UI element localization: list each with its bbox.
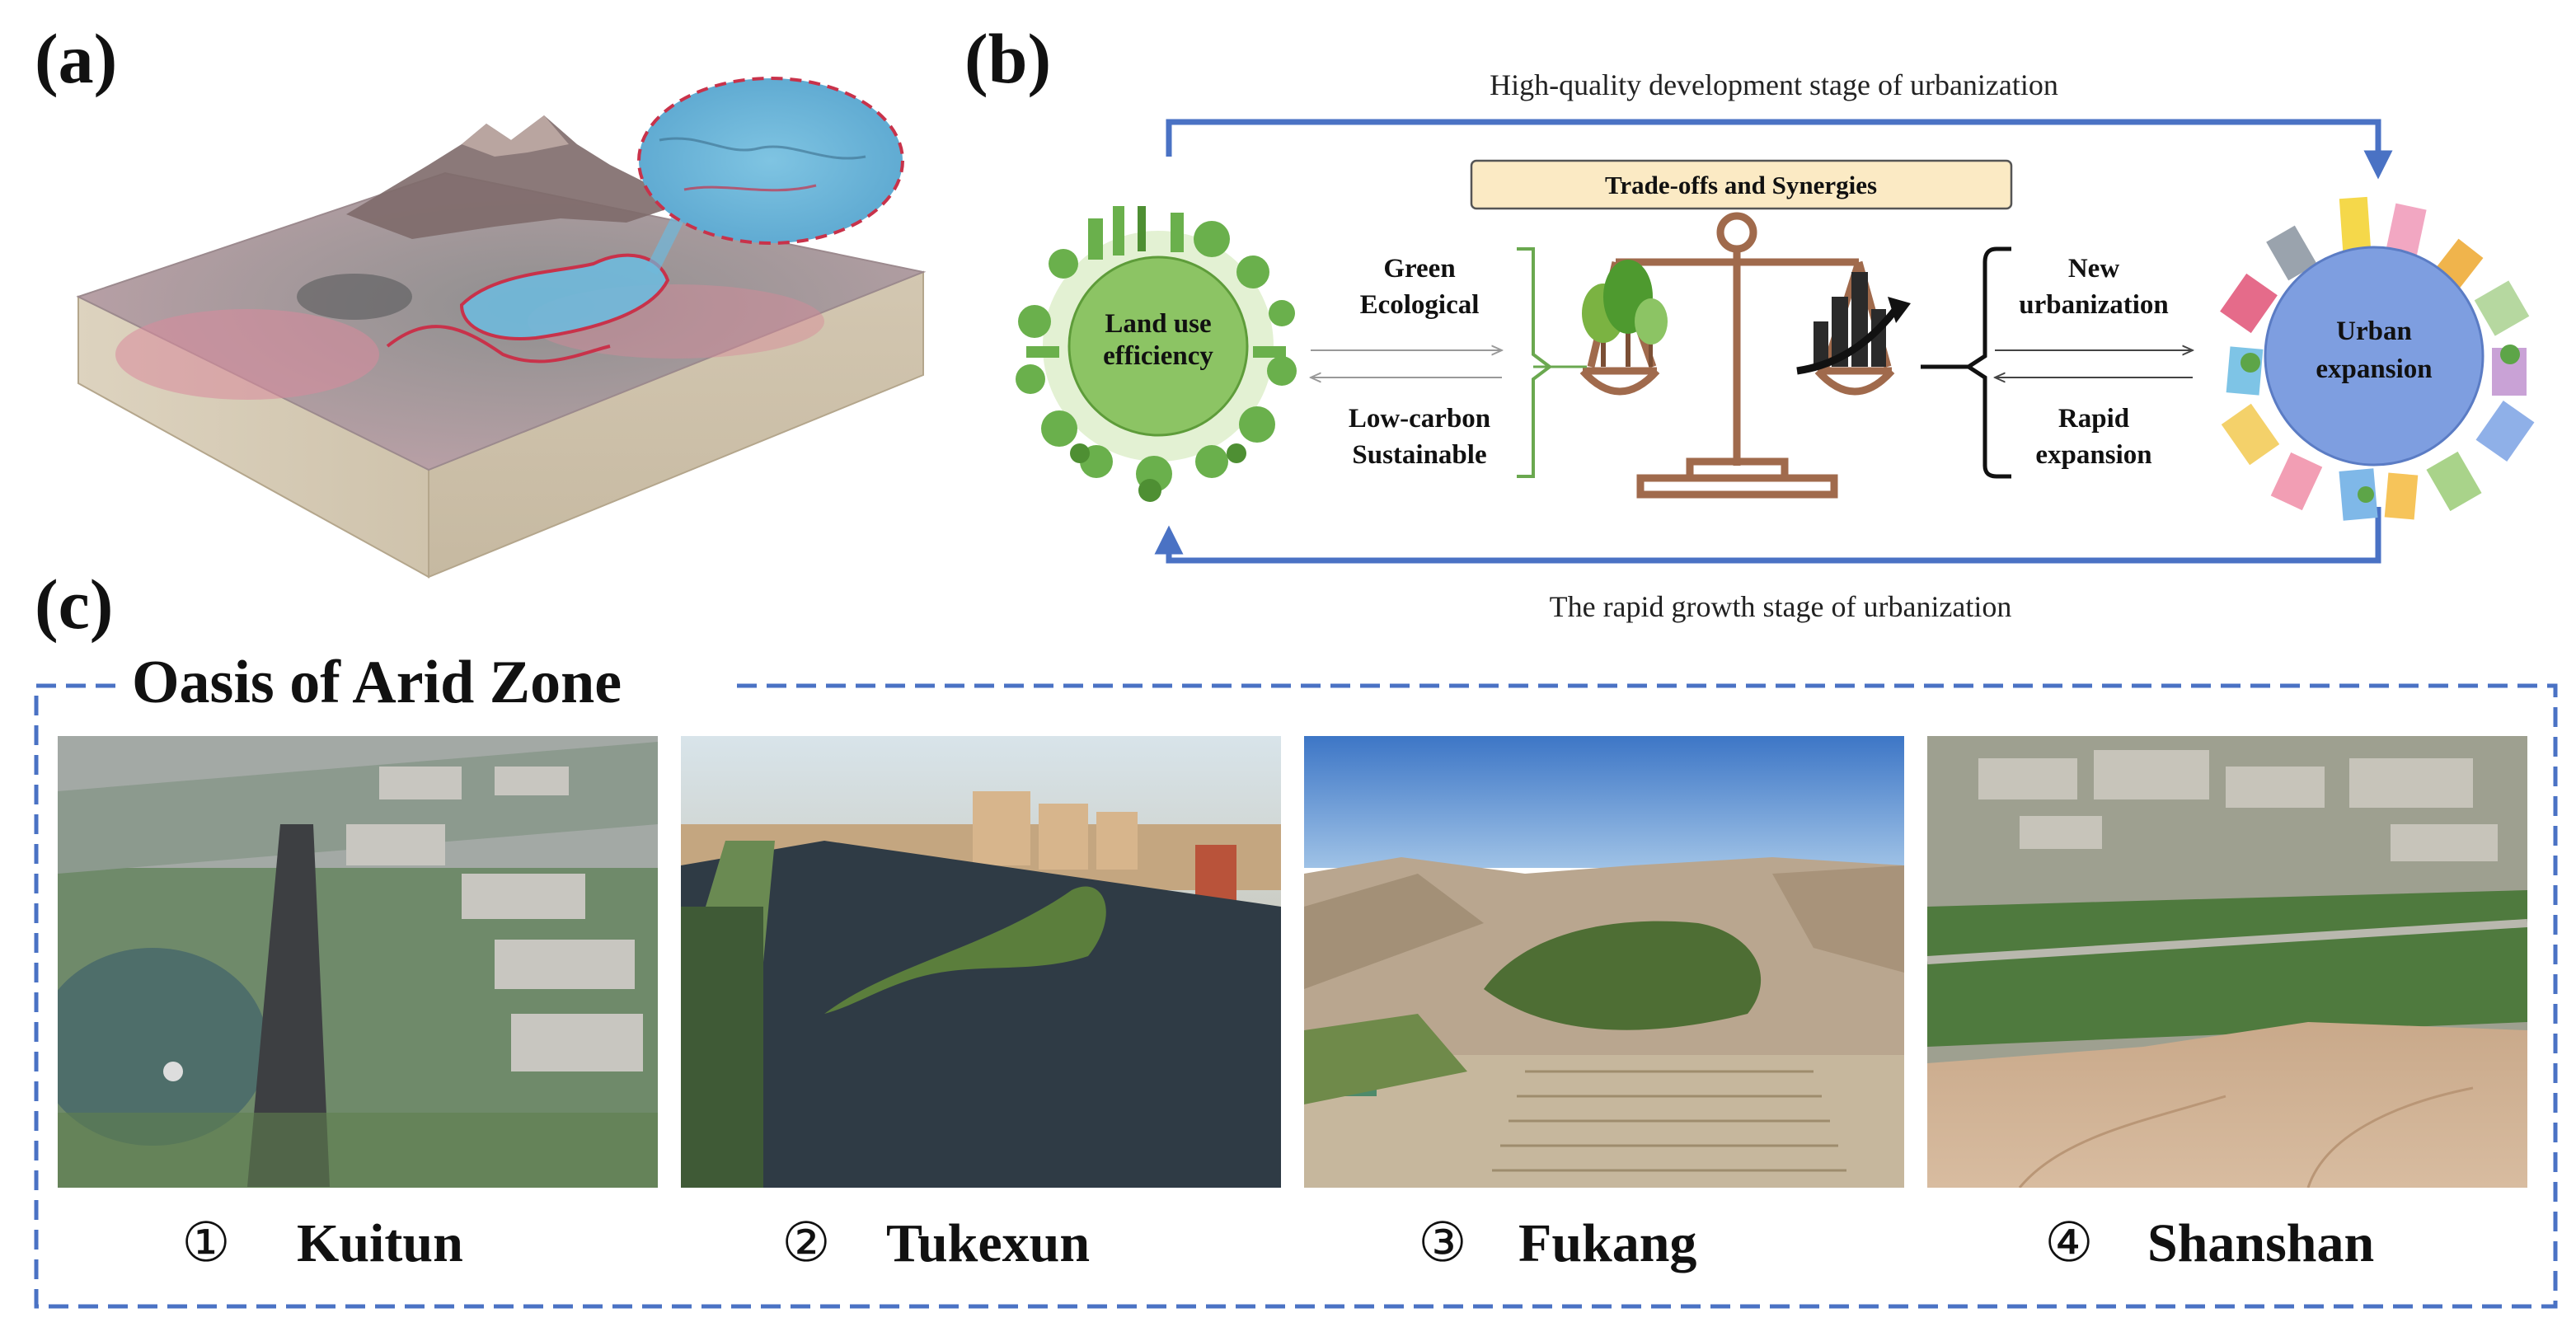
low-carbon-label: Low-carbon	[1349, 404, 1490, 434]
urban-line2: expansion	[2316, 354, 2432, 384]
site-2-num: ②	[781, 1213, 830, 1273]
urbanization-label: urbanization	[2019, 290, 2169, 320]
site-3-num: ③	[1418, 1213, 1466, 1273]
land-use-line1: Land use	[1105, 309, 1211, 339]
ecological-label: Ecological	[1360, 290, 1480, 320]
urban-expansion-node	[2220, 196, 2535, 521]
new-label: New	[2068, 254, 2119, 284]
expansion-label: expansion	[2035, 440, 2151, 470]
site-2-name: Tukexun	[886, 1213, 1090, 1273]
sustainable-label: Sustainable	[1352, 440, 1486, 470]
land-use-node	[1016, 206, 1297, 502]
trade-offs-box	[1470, 159, 2013, 210]
tukexun-photo	[681, 736, 1281, 1188]
tree-icon	[1582, 260, 1668, 367]
top-flow-label: High-quality development stage of urbani…	[1490, 68, 2058, 101]
site-3-name: Fukang	[1518, 1213, 1696, 1273]
bottom-flow-arrow	[1154, 507, 2381, 564]
green-label: Green	[1383, 254, 1455, 284]
site-4-name: Shanshan	[2147, 1213, 2374, 1273]
fukang-photo	[1304, 736, 1904, 1188]
shanshan-photo	[1927, 736, 2527, 1188]
kuitun-photo	[58, 736, 658, 1188]
land-use-line2: efficiency	[1103, 341, 1213, 371]
dashed-frame	[34, 683, 2558, 1309]
trade-offs-label: Trade-offs and Synergies	[1605, 171, 1877, 199]
rapid-label: Rapid	[2058, 404, 2129, 434]
city-icon	[1796, 272, 1911, 375]
panel-label-b: (b)	[964, 19, 1052, 98]
urban-line1: Urban	[2336, 316, 2412, 346]
site-1-name: Kuitun	[297, 1213, 463, 1273]
bottom-flow-label: The rapid growth stage of urbanization	[1550, 590, 2012, 623]
panel-label-c: (c)	[35, 565, 114, 644]
site-4-num: ④	[2044, 1213, 2093, 1273]
site-1-num: ①	[181, 1213, 230, 1273]
panel-label-a: (a)	[35, 19, 118, 98]
oasis-title: Oasis of Arid Zone	[132, 649, 622, 716]
top-flow-arrow	[1166, 119, 2393, 180]
